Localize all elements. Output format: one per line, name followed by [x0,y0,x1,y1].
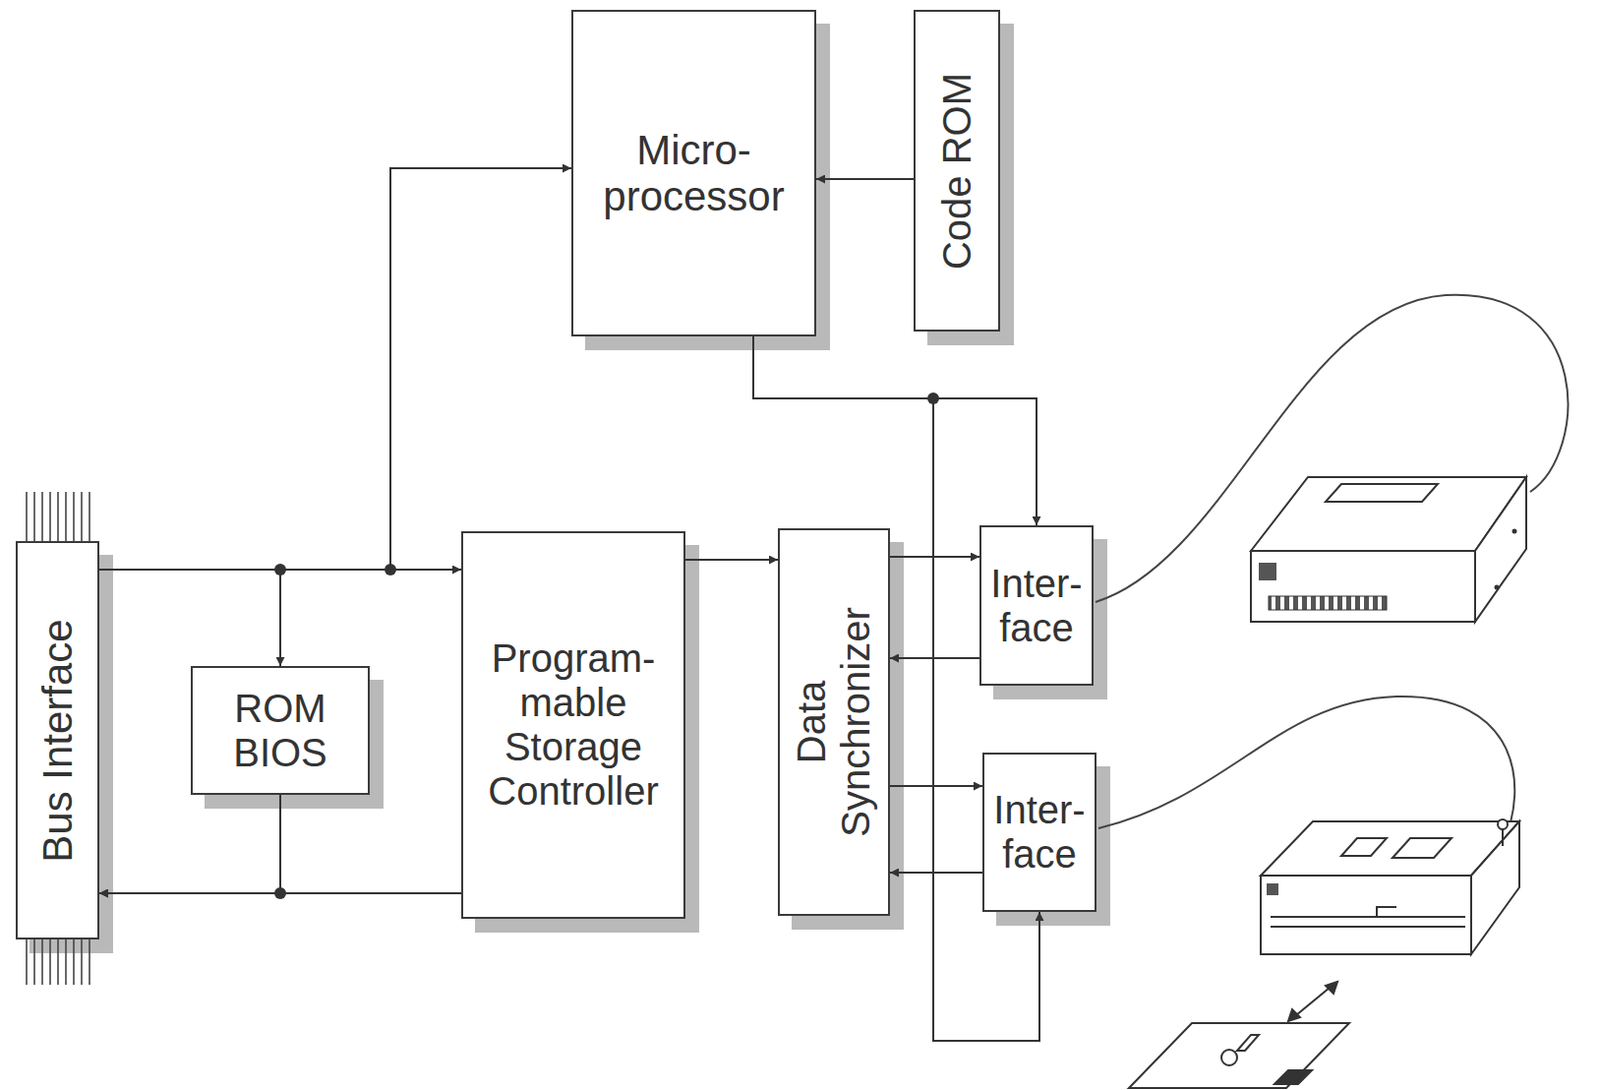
box-label: Micro- processor [581,126,807,220]
floppy-diskette [1128,1022,1350,1088]
box-label: Data Synchronizer [789,574,879,870]
controller-box: Program- mable Storage Controller [461,531,686,919]
rom-box: ROM BIOS [190,665,370,795]
box-label: Bus Interface [34,618,81,862]
interface-box: Inter- face [979,525,1094,686]
bus-pins [23,939,95,985]
signal-connector [685,558,778,561]
signal-connector [99,891,462,894]
bus-pins [23,491,95,541]
signal-connector [99,794,281,893]
bus-interface-box: Bus Interface [15,540,100,940]
box-label: Code ROM [935,71,980,269]
synchronizer-box: Data Synchronizer [777,528,890,916]
signal-connector [889,784,983,787]
signal-connector [889,871,983,874]
signal-connector [99,568,462,571]
signal-connector [889,555,980,558]
box-label: Program- mable Storage Controller [471,636,676,813]
box-label: Inter- face [992,787,1087,877]
processor-box: Micro- processor [571,9,817,337]
signal-connector [99,168,572,570]
signal-connector [753,336,1037,526]
floppy-drive [1260,819,1520,954]
signal-connector [889,656,980,659]
signal-connector [99,569,281,666]
signal-connector [753,336,1040,1041]
interface-box: Inter- face [982,752,1097,912]
insert-arrow [1288,981,1338,1021]
rom-box: Code ROM [913,9,1001,332]
signal-connector [816,177,914,180]
box-label: ROM BIOS [200,686,360,775]
box-label: Inter- face [989,561,1084,651]
hard-disk-drive [1250,476,1527,622]
